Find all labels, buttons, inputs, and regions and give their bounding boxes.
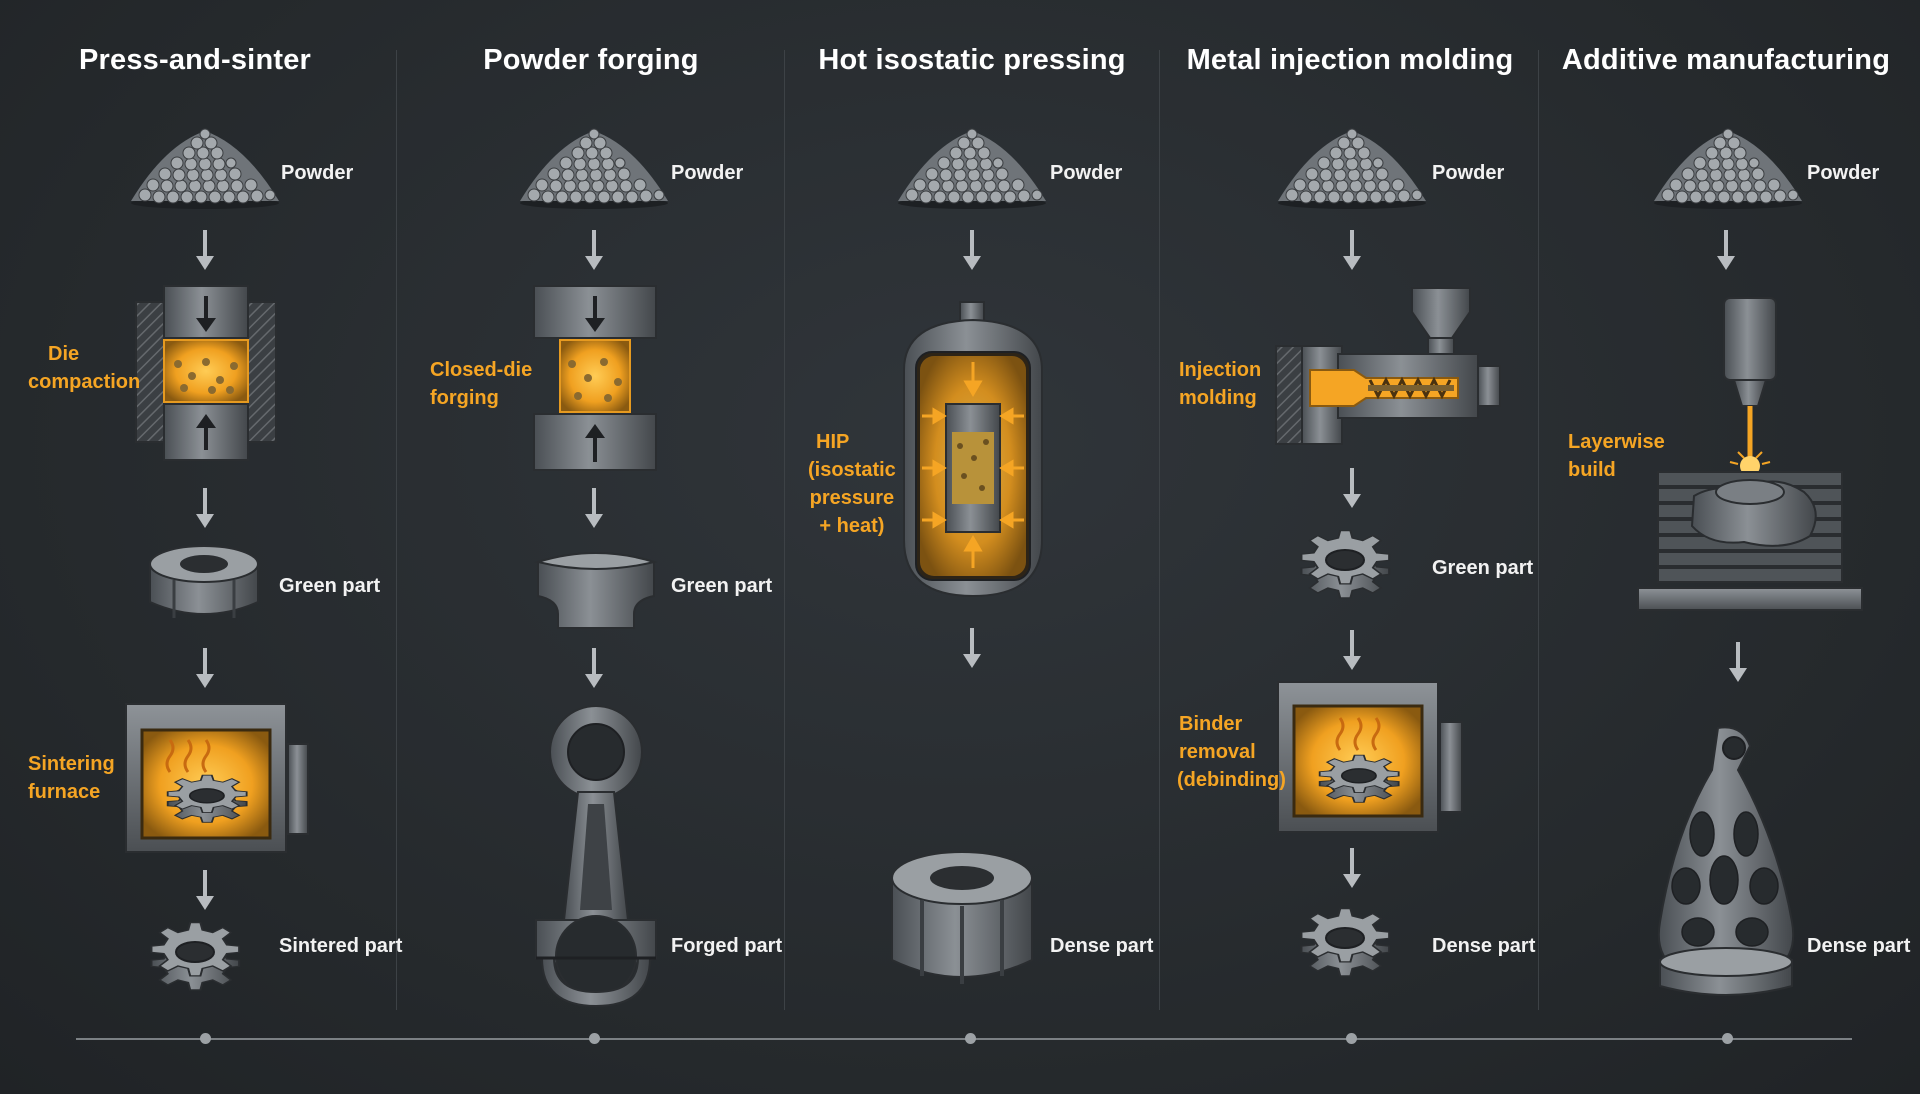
down-arrow-icon: [1342, 466, 1362, 510]
green-part-label: Green part: [671, 575, 773, 597]
timeline-axis: [76, 1038, 1852, 1040]
down-arrow-icon: [1716, 228, 1736, 272]
down-arrow-icon: [584, 228, 604, 272]
powder-pile-icon: [1277, 128, 1427, 210]
column-title: Hot isostatic pressing: [818, 44, 1126, 76]
column-divider: [784, 50, 785, 1010]
closed-die-forging-label: Closed-die forging: [430, 359, 533, 409]
laser-printer-icon: [1637, 297, 1863, 611]
hip-label: HIP (isostatic pressure + heat): [808, 431, 896, 537]
dense-part-label: Dense part: [1432, 935, 1536, 957]
gear-icon: [1300, 529, 1391, 599]
down-arrow-icon: [195, 646, 215, 690]
down-arrow-icon: [1342, 628, 1362, 672]
down-arrow-icon: [195, 228, 215, 272]
timeline-dot: [1346, 1033, 1357, 1044]
down-arrow-icon: [195, 868, 215, 912]
injection-molder-icon: [1275, 287, 1501, 445]
column-divider: [1159, 50, 1160, 1010]
hip-vessel-icon: [903, 301, 1043, 598]
furnace-icon: [125, 703, 309, 853]
powder-pile-icon: [130, 128, 280, 210]
column-title: Additive manufacturing: [1561, 44, 1891, 76]
die-press-icon: [135, 285, 277, 461]
forged-part-label: Forged part: [671, 935, 783, 957]
down-arrow-icon: [1342, 846, 1362, 890]
die-compaction-label: Die compaction: [28, 343, 141, 393]
down-arrow-icon: [584, 486, 604, 530]
dense-part-label: Dense part: [1807, 935, 1911, 957]
down-arrow-icon: [195, 486, 215, 530]
sintered-part-label: Sintered part: [279, 935, 403, 957]
powder-label: Powder: [1432, 162, 1505, 184]
timeline-dot: [589, 1033, 600, 1044]
powder-label: Powder: [1050, 162, 1123, 184]
column-title: Powder forging: [483, 44, 699, 76]
lattice-bracket-icon: [1657, 726, 1795, 996]
gear-icon: [150, 921, 241, 991]
powder-label: Powder: [281, 162, 354, 184]
green-part-label: Green part: [279, 575, 381, 597]
column-divider: [1538, 50, 1539, 1010]
column-title: Metal injection molding: [1186, 44, 1514, 76]
injection-molding-label: Injection molding: [1179, 359, 1262, 409]
down-arrow-icon: [584, 646, 604, 690]
timeline-dot: [1722, 1033, 1733, 1044]
column-title: Press-and-sinter: [78, 44, 312, 76]
down-arrow-icon: [962, 228, 982, 272]
timeline-dot: [200, 1033, 211, 1044]
down-arrow-icon: [962, 626, 982, 670]
down-arrow-icon: [1342, 228, 1362, 272]
furnace-icon: [1277, 681, 1463, 833]
binder-removal-label: Binder removal (debinding): [1177, 713, 1286, 791]
connecting-rod-icon: [535, 705, 657, 1008]
column-divider: [396, 50, 397, 1010]
timeline-dot: [965, 1033, 976, 1044]
powder-label: Powder: [1807, 162, 1880, 184]
bushing-icon: [149, 545, 259, 618]
powder-pile-icon: [897, 128, 1047, 210]
powder-label: Powder: [671, 162, 744, 184]
down-arrow-icon: [1728, 640, 1748, 684]
gear-icon: [1300, 907, 1391, 977]
powder-pile-icon: [1653, 128, 1803, 210]
sintering-furnace-label: Sintering furnace: [28, 753, 115, 803]
forging-press-icon: [533, 285, 657, 471]
dense-bushing-icon: [891, 851, 1033, 984]
green-part-label: Green part: [1432, 557, 1534, 579]
layerwise-build-label: Layerwise build: [1568, 431, 1665, 481]
forged-blank-icon: [534, 552, 658, 629]
dense-part-label: Dense part: [1050, 935, 1154, 957]
powder-pile-icon: [519, 128, 669, 210]
